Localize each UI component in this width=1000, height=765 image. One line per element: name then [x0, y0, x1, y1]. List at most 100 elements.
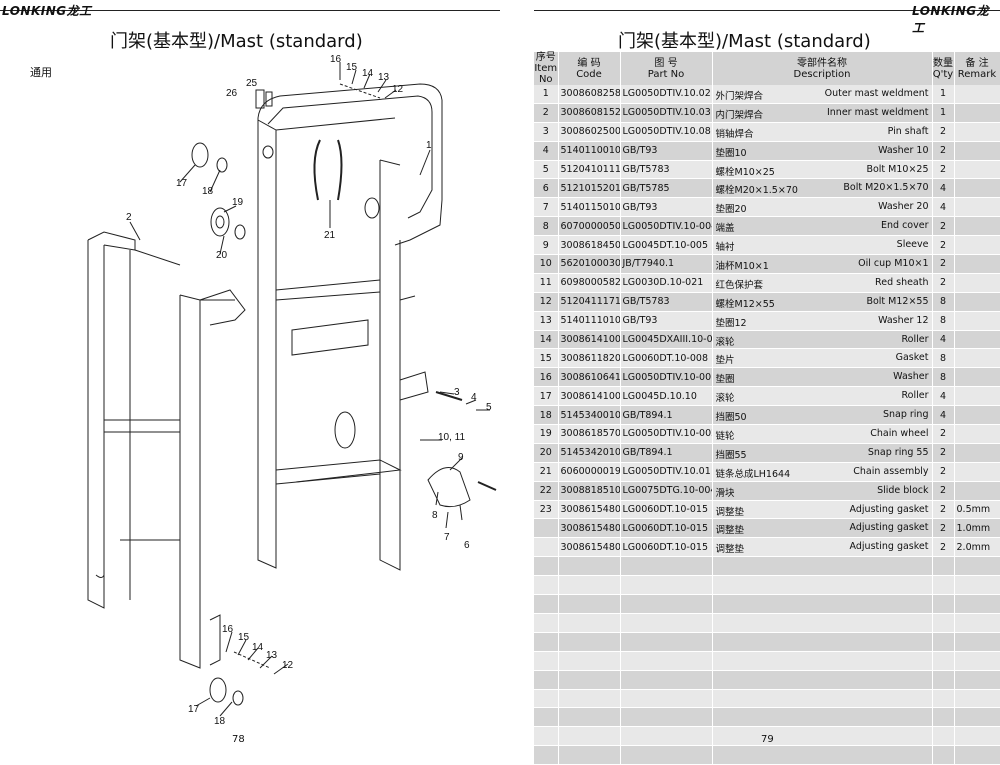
description-en: Inner mast weldment	[826, 106, 929, 118]
cell-qty: 8	[932, 292, 955, 312]
chain-wheel-19	[210, 207, 230, 237]
cell-qty	[932, 613, 955, 633]
description-cn: 垫圈10	[715, 147, 747, 159]
callout: 6	[464, 540, 470, 551]
cell-qty: 2	[932, 122, 955, 142]
cell-qty	[932, 632, 955, 652]
cell-item-no	[534, 689, 559, 709]
description-cn: 链条总成LH1644	[715, 468, 791, 480]
cell-description: 调整垫 Adjusting gasket	[712, 537, 933, 558]
cell-remark	[954, 556, 1000, 577]
table-row	[534, 575, 1000, 596]
cell-code: 30086025005	[558, 122, 621, 142]
description-en: Adjusting gasket	[849, 541, 929, 553]
cell-remark	[954, 122, 1000, 142]
cell-code	[558, 632, 621, 652]
cell-remark	[954, 273, 1000, 293]
cell-description	[712, 575, 933, 596]
cell-item-no: 16	[534, 367, 559, 388]
table-row	[534, 707, 1000, 728]
cell-code: 51401100107	[558, 141, 621, 161]
description-cn: 螺栓M10×25	[715, 166, 775, 178]
description-en: Adjusting gasket	[849, 522, 929, 534]
cell-qty: 8	[932, 367, 955, 388]
cell-description: 链条总成LH1644 Chain assembly	[712, 462, 933, 482]
cell-code	[558, 556, 621, 577]
cell-code: 60600000191	[558, 462, 621, 482]
cell-qty: 2	[932, 537, 955, 558]
cell-qty	[932, 556, 955, 577]
callout: 25	[246, 78, 258, 89]
table-row: 2330086154802LG0060DT.10-015调整垫Adjusting…	[534, 500, 1000, 520]
table-row	[534, 745, 1000, 765]
slide-block-25	[255, 89, 265, 109]
cell-item-no: 8	[534, 216, 559, 237]
cell-item-no: 11	[534, 273, 559, 293]
cell-item-no: 5	[534, 160, 559, 180]
cell-code	[558, 651, 621, 671]
cell-description: 链轮 Chain wheel	[712, 424, 933, 444]
cell-item-no	[534, 594, 559, 614]
cell-part-no	[620, 613, 713, 633]
brand-logo: LONKING龙工	[2, 4, 92, 18]
cell-code: 30086141008	[558, 330, 621, 350]
table-row	[534, 594, 1000, 614]
cell-part-no: GB/T93	[620, 197, 713, 218]
cell-remark	[954, 330, 1000, 350]
cell-remark	[954, 103, 1000, 123]
description-cn: 红色保护套	[715, 279, 764, 291]
cell-qty: 2	[932, 235, 955, 256]
cell-qty	[932, 670, 955, 690]
description-cn: 垫片	[715, 355, 735, 367]
description-cn: 调整垫	[715, 544, 745, 556]
cell-part-no: LG0050DTIV.10-002	[620, 424, 713, 444]
description-en: Chain wheel	[870, 428, 929, 440]
cell-part-no	[620, 670, 713, 690]
cell-remark: 0.5mm	[954, 500, 1000, 520]
cell-item-no: 17	[534, 386, 559, 407]
description-cn: 链轮	[715, 431, 735, 443]
cell-item-no	[534, 726, 559, 747]
description-en: Sleeve	[896, 239, 929, 251]
cell-item-no: 20	[534, 443, 559, 463]
cell-qty: 2	[932, 216, 955, 237]
cell-item-no: 15	[534, 348, 559, 369]
callout: 17	[188, 704, 200, 715]
callout: 10, 11	[438, 432, 465, 443]
table-row	[534, 556, 1000, 577]
cell-item-no: 23	[534, 500, 559, 520]
callout: 20	[216, 250, 228, 261]
description-cn: 滚轮	[715, 336, 735, 348]
cell-remark	[954, 292, 1000, 312]
cell-qty	[932, 726, 955, 747]
page-number: 78	[232, 734, 245, 745]
cell-remark	[954, 367, 1000, 388]
cell-qty: 4	[932, 330, 955, 350]
callout: 19	[232, 197, 244, 208]
description-en: Chain assembly	[853, 465, 929, 477]
cell-item-no: 19	[534, 424, 559, 444]
description-en: Pin shaft	[887, 125, 929, 137]
cell-item-no	[534, 537, 559, 558]
callout: 17	[176, 178, 188, 189]
cell-qty	[932, 707, 955, 728]
callout: 9	[458, 452, 464, 463]
cell-code: 30086184500	[558, 235, 621, 256]
cell-qty: 1	[932, 103, 955, 123]
cell-code: 56201000301	[558, 254, 621, 274]
